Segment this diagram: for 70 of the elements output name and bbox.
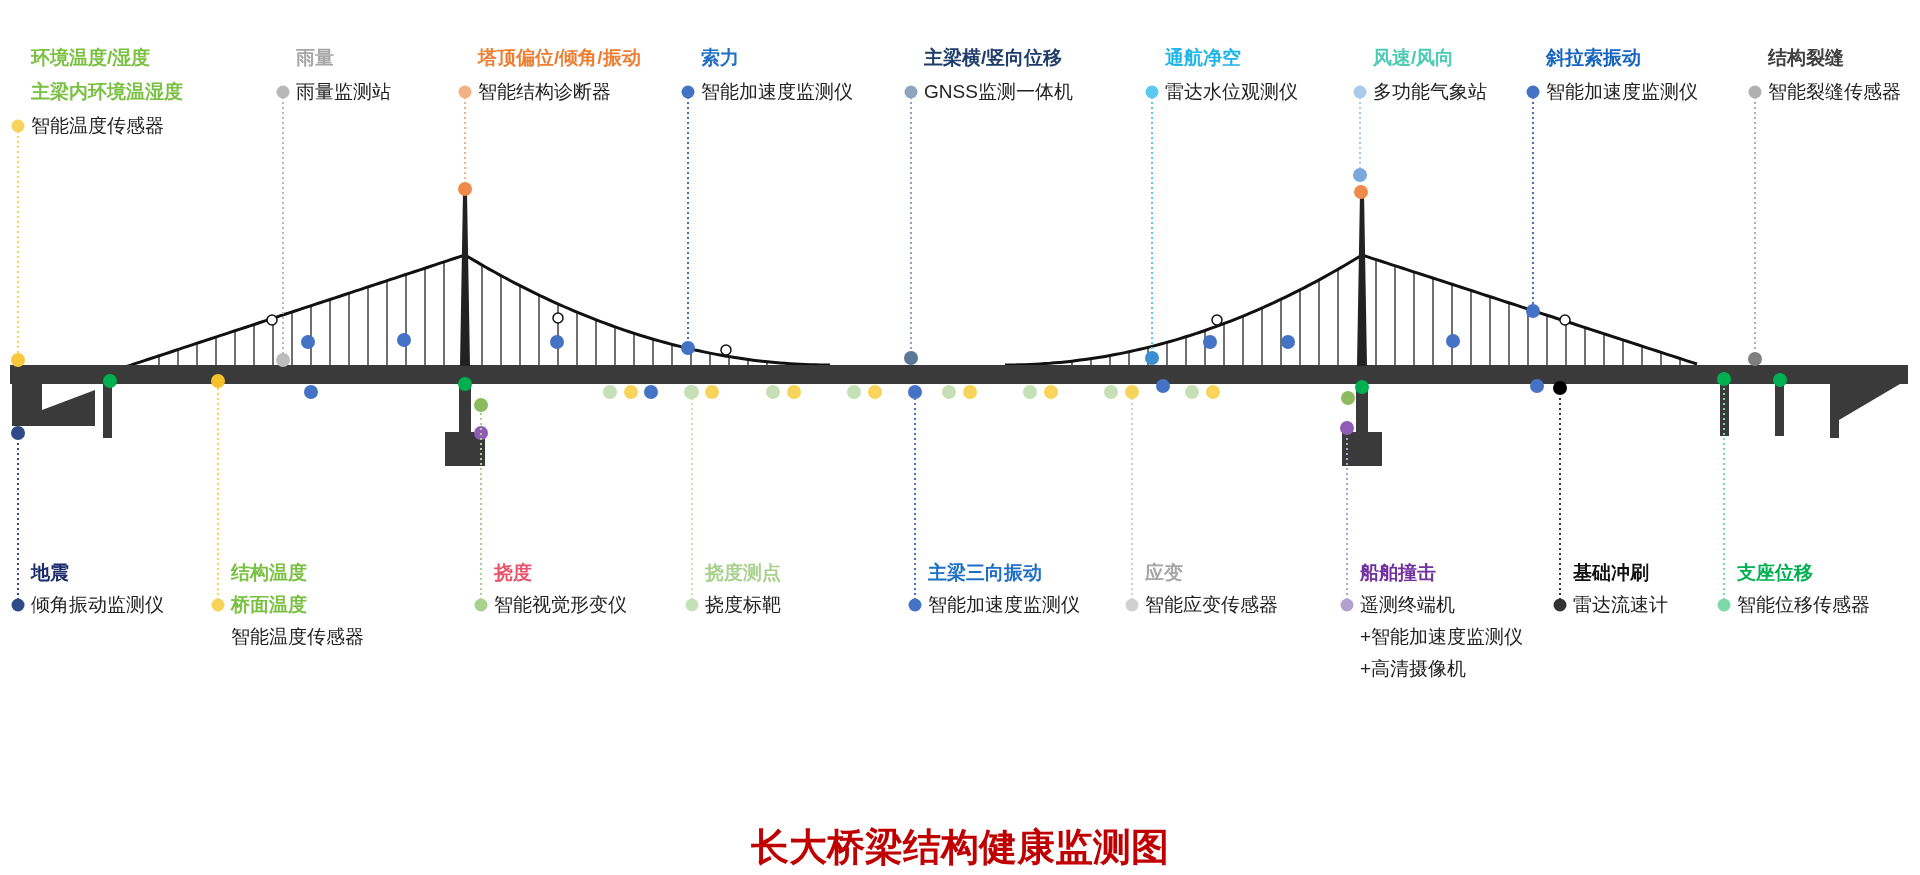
sensor-dot (908, 385, 922, 399)
sensor-heading: 主梁横/竖向位移 (924, 46, 1064, 70)
sensor-heading: 支座位移 (1737, 561, 1814, 585)
sensor-dot (1125, 385, 1139, 399)
sensor-heading: 环境温度/湿度 (31, 46, 152, 70)
leader-line (474, 411, 488, 612)
leader-line (1353, 85, 1367, 169)
sensor-heading: 基础冲刷 (1573, 561, 1650, 585)
sensor-dot (1553, 381, 1567, 395)
sensor-heading: 斜拉索振动 (1546, 46, 1642, 70)
sensor-heading: 雨量 (296, 46, 335, 70)
device-label: 智能结构诊断器 (478, 80, 612, 104)
device-label: 多功能气象站 (1373, 80, 1487, 104)
sensor-heading: 挠度 (494, 561, 533, 585)
sensor-dot (1748, 352, 1762, 366)
device-label: 雷达流速计 (1573, 593, 1668, 617)
sensor-heading: 主梁三向振动 (928, 561, 1043, 585)
sensor-heading: 风速/风向 (1373, 46, 1456, 70)
device-label: 智能应变传感器 (1145, 593, 1278, 617)
sensor-heading: 结构温度 (231, 561, 308, 585)
sensor-dot (276, 353, 290, 367)
diagram-title: 长大桥梁结构健康监测图 (751, 826, 1169, 868)
sensor-heading: 船舶撞击 (1360, 561, 1437, 585)
sensor-heading: 挠度测点 (705, 561, 781, 585)
sensor-dot (1340, 421, 1354, 435)
leader-line (211, 387, 225, 612)
sensor-heading: 应变 (1145, 561, 1184, 585)
sensor-dot (904, 351, 918, 365)
sensor-dot (1145, 351, 1159, 365)
sensor-dot (458, 182, 472, 196)
leader-line (681, 85, 695, 342)
leader-line (1145, 85, 1159, 352)
sensor-dot (211, 374, 225, 388)
sensor-heading: 塔顶偏位/倾角/振动 (478, 46, 641, 70)
device-label: 智能裂缝传感器 (1768, 80, 1901, 104)
device-label: 智能加速度监测仪 (1546, 80, 1698, 104)
device-label: 雨量监测站 (296, 80, 391, 104)
sensor-heading: 主梁内环境温湿度 (31, 80, 183, 104)
device-label: 智能加速度监测仪 (928, 593, 1080, 617)
sensor-heading: 桥面温度 (231, 593, 308, 617)
sensor-dot (474, 398, 488, 412)
device-label: 智能视觉形变仪 (494, 593, 627, 617)
sensor-dot (11, 353, 25, 367)
device-label: 雷达水位观测仪 (1165, 80, 1298, 104)
sensor-heading: 索力 (701, 46, 740, 70)
device-label: 挠度标靶 (705, 593, 781, 617)
leader-line (1125, 398, 1139, 612)
leader-line (685, 398, 699, 612)
sensor-dot (1526, 304, 1540, 318)
device-label: 倾角振动监测仪 (31, 593, 164, 617)
leader-line (1526, 85, 1540, 305)
sensor-heading: 通航净空 (1165, 46, 1242, 70)
device-label: GNSS监测一体机 (924, 80, 1073, 104)
leader-line (276, 85, 290, 354)
device-label: +高清摄像机 (1360, 657, 1468, 681)
leader-line (908, 398, 922, 612)
device-label: 遥测终端机 (1360, 593, 1456, 617)
leader-line (1717, 385, 1731, 612)
device-label: 智能位移传感器 (1737, 593, 1870, 617)
sensor-dot (1717, 372, 1731, 386)
sensor-heading: 结构裂缝 (1768, 46, 1845, 70)
sensor-dot (681, 341, 695, 355)
leader-line (904, 85, 918, 352)
sensor-dot (1353, 168, 1367, 182)
device-label: +智能加速度监测仪 (1360, 625, 1524, 649)
sensor-dot (11, 426, 25, 440)
device-label: 智能加速度监测仪 (701, 80, 853, 104)
sensor-heading: 地震 (31, 561, 70, 585)
device-label: 智能温度传感器 (31, 114, 165, 138)
device-label: 智能温度传感器 (231, 625, 364, 649)
